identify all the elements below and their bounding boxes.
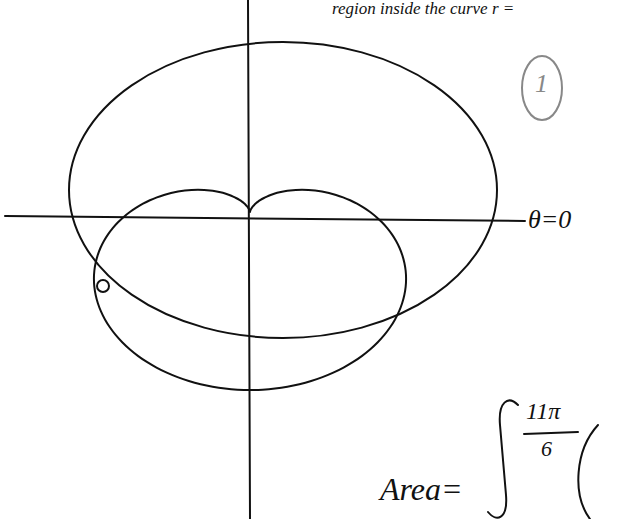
axis-label: θ=0 (528, 206, 571, 235)
fraction-bar (524, 432, 578, 434)
note-text: region inside the curve r = (332, 0, 514, 19)
limit-numerator: 11π (526, 398, 560, 424)
polar-axis (5, 216, 525, 221)
limit-denominator: 6 (541, 437, 552, 461)
bracket (578, 425, 598, 519)
intersection-mark (97, 280, 109, 292)
vertical-axis (248, 0, 250, 519)
formula-text: Area= (380, 472, 463, 507)
cardioid-curve (94, 190, 406, 390)
integral-sign (488, 401, 518, 518)
circled-mark (522, 56, 562, 120)
callout-number: 1 (535, 70, 548, 99)
circle-curve (69, 42, 497, 338)
